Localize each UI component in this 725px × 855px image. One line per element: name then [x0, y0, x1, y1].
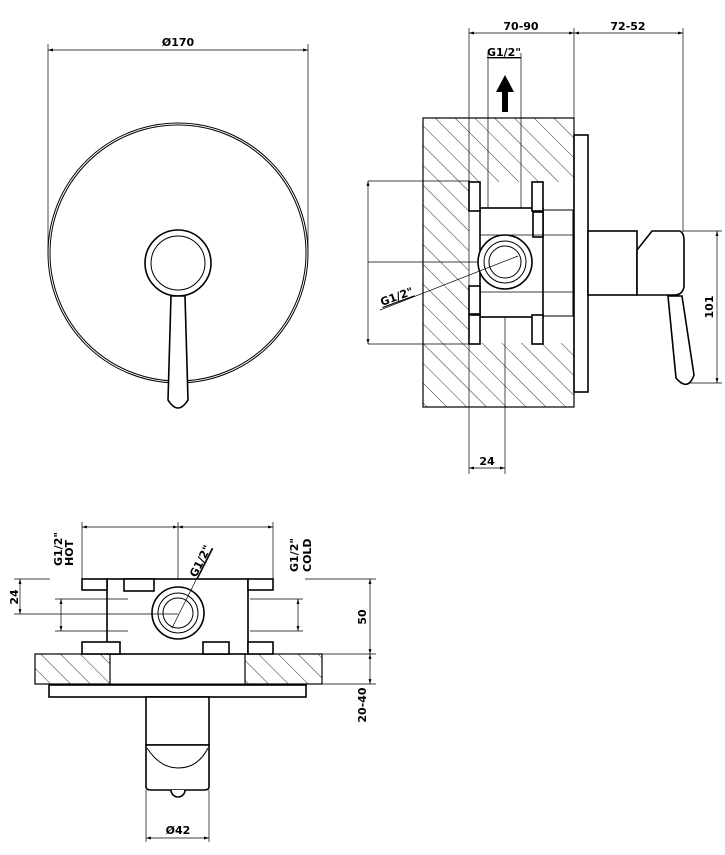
front-view: Ø170	[47, 36, 309, 409]
outlet-port	[151, 586, 205, 640]
inlet-port	[477, 234, 533, 290]
side-view: 70-90 72-52 G1/2" 24 101 G1/2"	[366, 20, 722, 474]
body-depth-label: 50	[356, 609, 369, 625]
wall-section	[244, 653, 323, 685]
lever-handle	[167, 295, 189, 409]
depth-label: 70-90	[503, 20, 539, 33]
handle-base	[587, 230, 638, 296]
lever-tip	[170, 789, 186, 798]
inlet-offset-label: 24	[8, 589, 21, 605]
center-thread-label: G1/2"	[187, 543, 214, 579]
cold-thread-label: G1/2"	[288, 538, 301, 572]
offset-label: 24	[479, 455, 495, 468]
handle-head	[636, 230, 685, 296]
wall-range-label: 20-40	[356, 687, 369, 723]
wall-section	[34, 653, 111, 685]
stem	[145, 696, 210, 746]
hot-thread-label: G1/2"	[52, 532, 65, 566]
inlet-thread-label: G1/2"	[379, 285, 415, 309]
finishing-plate	[573, 134, 589, 393]
projection-label: 72-52	[610, 20, 645, 33]
height-label: 101	[703, 296, 716, 319]
outlet-thread-label: G1/2"	[487, 46, 521, 59]
diameter-label: Ø170	[162, 36, 195, 49]
cold-label: COLD	[301, 538, 314, 572]
finishing-plate	[48, 684, 307, 698]
side-lever	[667, 295, 695, 386]
handle-knob	[144, 229, 212, 297]
stem-diameter-label: Ø42	[166, 824, 191, 837]
hot-label: HOT	[63, 539, 76, 566]
bottom-view: G1/2" G1/2" HOT G1/2" COLD 24 50 20-40 Ø…	[8, 522, 376, 842]
flow-direction-arrow-icon	[496, 75, 514, 112]
